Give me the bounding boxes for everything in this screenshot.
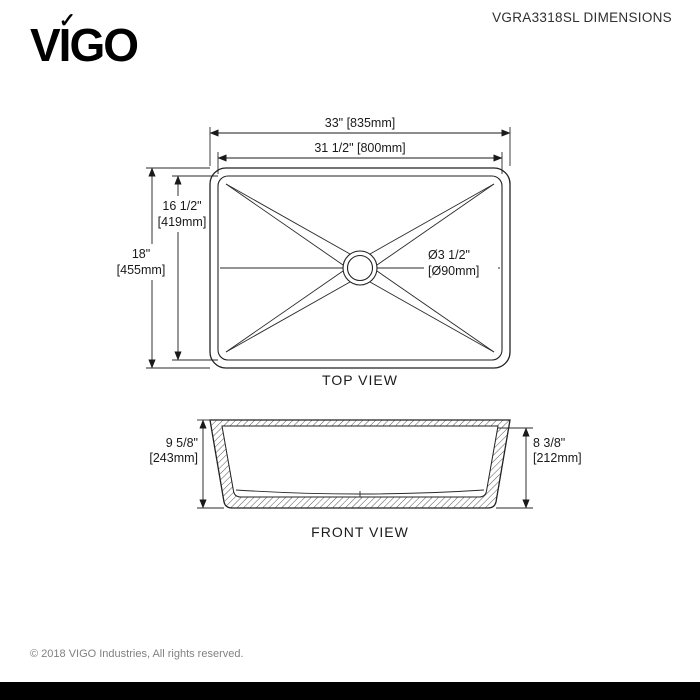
footer-bar	[0, 682, 700, 700]
dim-left-height: 9 5/8" [243mm]	[149, 419, 224, 509]
logo-check-icon: ✓	[59, 10, 76, 32]
dim-drain-in: Ø3 1/2"	[428, 248, 470, 262]
dim-right-height-mm: [212mm]	[533, 451, 582, 465]
dim-inner-width: 31 1/2" [800mm]	[217, 141, 503, 174]
dim-inner-height-mm: [419mm]	[158, 215, 207, 229]
dim-drain: Ø3 1/2" [Ø90mm]	[424, 246, 498, 280]
dim-inner-height: 16 1/2" [419mm]	[156, 175, 218, 361]
top-view-label: TOP VIEW	[322, 372, 398, 388]
dim-outer-width: 33" [835mm]	[209, 116, 511, 166]
dim-outer-height: 18" [455mm]	[114, 167, 210, 369]
dim-outer-width-label: 33" [835mm]	[325, 116, 395, 130]
dim-right-height: 8 3/8" [212mm]	[496, 427, 582, 509]
dim-outer-height-mm: [455mm]	[117, 263, 166, 277]
dim-left-height-mm: [243mm]	[149, 451, 198, 465]
label-backdrop	[424, 246, 498, 280]
sink-inner-profile	[221, 425, 499, 498]
top-view-drawing: 33" [835mm] 31 1/2" [800mm] 18" [455mm]	[114, 116, 511, 388]
front-view-label: FRONT VIEW	[311, 524, 409, 540]
drain-inner-circle	[346, 254, 374, 282]
dim-right-height-in: 8 3/8"	[533, 436, 565, 450]
slope-lines	[220, 183, 500, 353]
dim-inner-height-in: 16 1/2"	[162, 199, 201, 213]
sink-outer-edge	[209, 167, 511, 369]
dim-left-height-in: 9 5/8"	[166, 436, 198, 450]
dim-inner-width-label: 31 1/2" [800mm]	[314, 141, 405, 155]
drain	[342, 250, 378, 286]
vigo-logo: ✓ VIGO	[30, 11, 139, 71]
dim-drain-mm: [Ø90mm]	[428, 264, 479, 278]
sink-inner-edge	[217, 175, 503, 361]
front-view-drawing: 9 5/8" [243mm] 8 3/8" [212mm] FRONT VIEW	[149, 419, 582, 540]
dim-outer-height-in: 18"	[132, 247, 150, 261]
document-title: VGRA3318SL DIMENSIONS	[492, 10, 672, 25]
label-backdrop	[156, 196, 208, 232]
sink-outer-profile	[209, 419, 511, 509]
copyright-text: © 2018 VIGO Industries, All rights reser…	[30, 648, 244, 660]
logo-text: VIGO	[30, 19, 139, 71]
drain-outer-circle	[342, 250, 378, 286]
label-backdrop	[114, 244, 170, 280]
